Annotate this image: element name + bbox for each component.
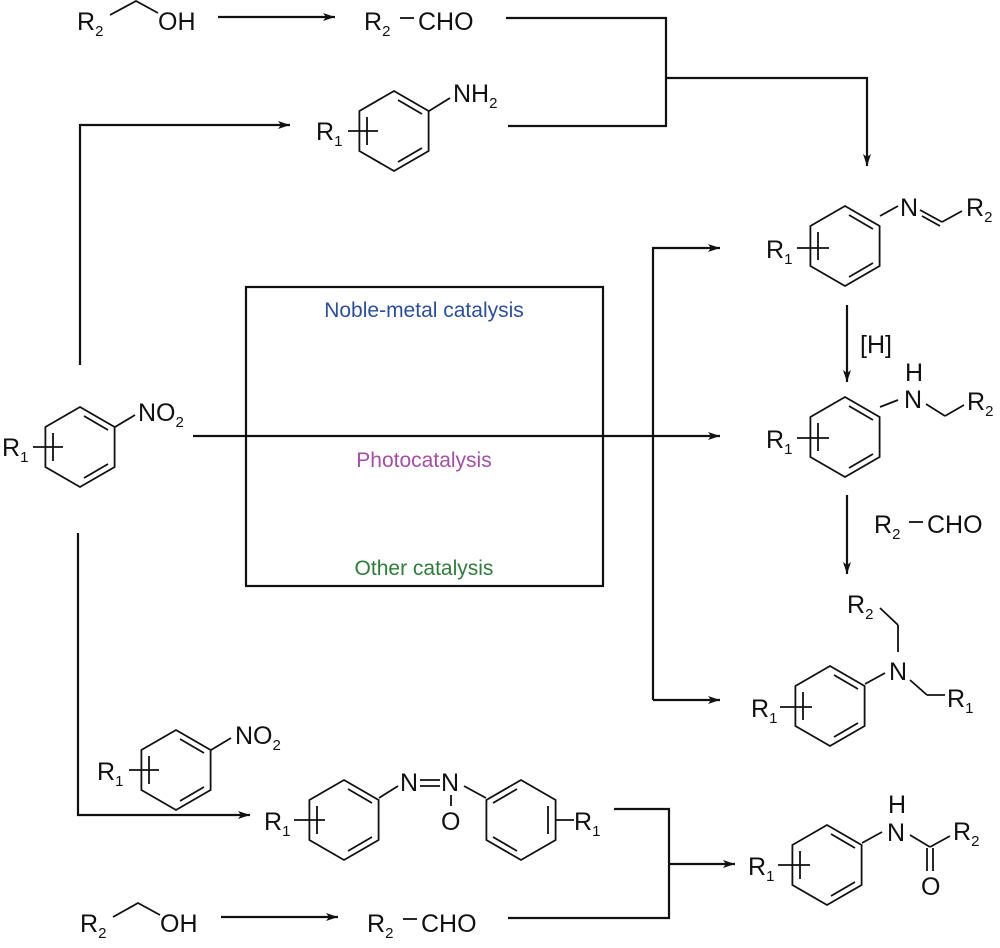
svg-text:NO2: NO2 bbox=[138, 399, 184, 431]
svg-text:R1: R1 bbox=[766, 236, 792, 268]
svg-text:OH: OH bbox=[158, 8, 196, 36]
svg-text:R1: R1 bbox=[748, 853, 774, 885]
svg-text:R2: R2 bbox=[967, 388, 993, 420]
svg-text:R1: R1 bbox=[751, 695, 777, 727]
svg-text:R1: R1 bbox=[766, 426, 792, 458]
svg-text:R2: R2 bbox=[953, 818, 979, 850]
svg-text:R2: R2 bbox=[367, 910, 393, 942]
secondary-amine: H N R2 R1 bbox=[766, 359, 993, 478]
arrow-to-aniline bbox=[78, 121, 290, 365]
nitroarene: NO2 R1 bbox=[2, 399, 184, 488]
connector-condensation bbox=[506, 16, 668, 128]
svg-text:R1: R1 bbox=[316, 118, 342, 150]
svg-text:R2: R2 bbox=[80, 910, 106, 942]
svg-text:R2: R2 bbox=[966, 194, 992, 226]
svg-text:R1: R1 bbox=[947, 685, 973, 717]
amide: H N O R2 R1 bbox=[748, 791, 979, 906]
svg-text:CHO: CHO bbox=[418, 8, 474, 36]
svg-text:R1: R1 bbox=[97, 758, 123, 790]
svg-text:N: N bbox=[904, 386, 922, 414]
svg-text:OH: OH bbox=[160, 910, 198, 938]
svg-text:R1: R1 bbox=[2, 434, 28, 466]
label-photocatalysis: Photocatalysis bbox=[356, 449, 491, 472]
svg-text:NO2: NO2 bbox=[235, 722, 281, 754]
alcohol-top: R2 OH bbox=[77, 0, 196, 40]
svg-text:H: H bbox=[888, 791, 906, 819]
arrow-to-imine-direct bbox=[651, 244, 720, 700]
label-noble-metal: Noble-metal catalysis bbox=[324, 299, 524, 322]
aniline: NH2 R1 bbox=[316, 80, 497, 172]
svg-text:N: N bbox=[900, 194, 918, 222]
svg-text:R1: R1 bbox=[574, 808, 600, 840]
reagent-hydrogen: [H] bbox=[860, 331, 892, 359]
nitroarene-2: NO2 R1 bbox=[97, 722, 281, 811]
azoxybenzene: N N O R1 R1 bbox=[264, 769, 600, 861]
svg-text:N: N bbox=[400, 769, 418, 797]
imine: N R2 R1 bbox=[766, 194, 992, 287]
svg-text:R2: R2 bbox=[847, 591, 873, 623]
svg-text:N: N bbox=[441, 769, 459, 797]
arrow-to-imine bbox=[666, 76, 871, 166]
svg-text:N: N bbox=[887, 819, 905, 847]
label-other-catalysis: Other catalysis bbox=[355, 557, 494, 580]
arrow-to-azoxybenzene bbox=[76, 533, 250, 819]
alcohol-bottom: R2 OH bbox=[80, 901, 198, 942]
aldehyde-bottom: R2 CHO bbox=[367, 910, 477, 942]
svg-text:H: H bbox=[905, 359, 923, 387]
svg-text:R2: R2 bbox=[364, 8, 390, 40]
svg-text:R2: R2 bbox=[77, 8, 103, 40]
reagent-aldehyde: R2 CHO bbox=[874, 511, 983, 543]
svg-text:O: O bbox=[921, 873, 940, 901]
svg-text:NH2: NH2 bbox=[453, 80, 497, 112]
svg-text:O: O bbox=[441, 808, 460, 836]
svg-text:N: N bbox=[889, 658, 907, 686]
svg-text:CHO: CHO bbox=[421, 910, 477, 938]
aldehyde-top: R2 CHO bbox=[364, 8, 474, 40]
svg-text:R2: R2 bbox=[874, 511, 900, 543]
tertiary-amine: N R2 R1 R1 bbox=[751, 591, 973, 747]
svg-text:CHO: CHO bbox=[927, 511, 983, 539]
svg-text:R1: R1 bbox=[264, 808, 290, 840]
